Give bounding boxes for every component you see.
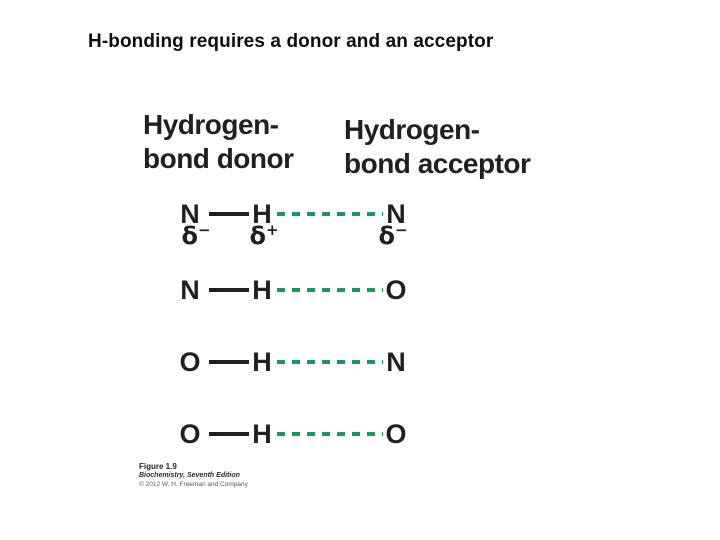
book-title: Biochemistry, Seventh Edition <box>139 472 240 479</box>
donor-column-header: Hydrogen- bond donor <box>143 108 294 176</box>
donor-header-line1: Hydrogen- <box>143 109 279 140</box>
donor-atom: N <box>180 199 200 229</box>
bond-row-1: N H N <box>130 199 430 229</box>
covalent-bond-line <box>209 360 249 364</box>
bond-row-4: O H O <box>130 419 430 449</box>
donor-atom: O <box>179 419 201 449</box>
figure-label: Figure 1.9 <box>139 462 177 471</box>
acceptor-atom: O <box>385 419 407 449</box>
hydrogen-bond-dashes <box>277 432 383 436</box>
hydrogen-bond-dashes <box>277 360 383 364</box>
acceptor-header-line1: Hydrogen- <box>344 114 480 145</box>
copyright-line: © 2012 W. H. Freeman and Company <box>139 480 248 488</box>
hydrogen-atom: H <box>252 419 272 449</box>
slide-title: H-bonding requires a donor and an accept… <box>88 31 494 52</box>
covalent-bond-line <box>209 432 249 436</box>
donor-atom: N <box>180 275 200 305</box>
bond-row-2: N H O <box>130 275 430 305</box>
bond-row-3: O H N <box>130 347 430 377</box>
delta-plus-hydrogen: δ+ <box>249 221 279 250</box>
acceptor-column-header: Hydrogen- bond acceptor <box>344 113 531 181</box>
hydrogen-atom: H <box>252 199 272 229</box>
acceptor-atom: N <box>386 347 406 377</box>
partial-charge-row: δ− δ+ δ− <box>130 221 430 251</box>
figure-caption: Figure 1.9 Biochemistry, Seventh Edition… <box>139 462 248 489</box>
delta-minus-acceptor: δ− <box>378 221 408 250</box>
hydrogen-bond-dashes <box>277 212 383 216</box>
acceptor-atom: O <box>385 275 407 305</box>
delta-minus-donor: δ− <box>181 221 211 250</box>
hydrogen-atom: H <box>252 275 272 305</box>
donor-header-line2: bond donor <box>143 143 294 174</box>
acceptor-header-line2: bond acceptor <box>344 148 531 179</box>
covalent-bond-line <box>209 212 249 216</box>
acceptor-atom: N <box>386 199 406 229</box>
donor-atom: O <box>179 347 201 377</box>
hydrogen-bond-dashes <box>277 288 383 292</box>
hydrogen-atom: H <box>252 347 272 377</box>
covalent-bond-line <box>209 288 249 292</box>
hbond-figure: Hydrogen- bond donor Hydrogen- bond acce… <box>130 95 560 500</box>
